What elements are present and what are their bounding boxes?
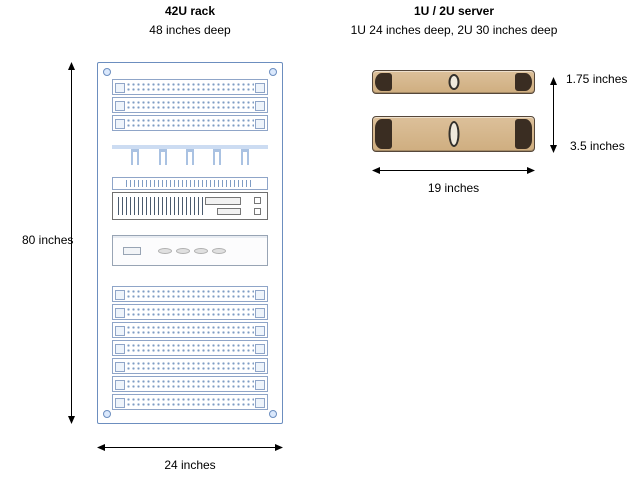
server-vent-icon (194, 248, 208, 254)
server-end-cap-icon (515, 119, 532, 149)
rack-title: 42U rack (164, 4, 216, 18)
rack-unit-gap (112, 268, 268, 284)
rack-unit-patch-panel (112, 304, 268, 320)
server-height-arrow (550, 77, 557, 153)
switch-led-icon (254, 197, 261, 204)
rack-42u (97, 62, 283, 424)
rack-unit-patch-panel (112, 394, 268, 410)
drive-bay (123, 247, 141, 255)
rack-unit-cable-hooks (112, 145, 268, 175)
cable-hook-icon (185, 149, 194, 165)
rack-unit-gap (112, 133, 268, 143)
server-vent-icon (212, 248, 226, 254)
cable-hook-icon (213, 149, 222, 165)
switch-module (217, 208, 241, 215)
rack-unit-patch-panel (112, 322, 268, 338)
server-subtitle: 1U 24 inches deep, 2U 30 inches deep (350, 23, 558, 37)
server-vent-icon (158, 248, 172, 254)
rack-unit-patch-panel (112, 115, 268, 131)
rack-subtitle: 48 inches deep (149, 23, 231, 37)
switch-led-icon (254, 208, 261, 215)
rack-unit-patch-panel (112, 358, 268, 374)
server-width-arrow (372, 167, 535, 174)
rack-unit-patch-panel (112, 286, 268, 302)
server-oval-icon (448, 121, 459, 147)
cable-hook-icon (240, 149, 249, 165)
rack-mount-hole-icon (103, 410, 111, 418)
server-end-cap-icon (515, 73, 532, 91)
rack-mount-hole-icon (103, 68, 111, 76)
server-2u-height-label: 3.5 inches (570, 139, 625, 153)
rack-width-label: 24 inches (164, 458, 216, 472)
rack-unit-patch-panel (112, 376, 268, 392)
server-title: 1U / 2U server (413, 4, 495, 18)
rack-unit-server-unit (112, 235, 268, 266)
server-width-label: 19 inches (427, 181, 480, 195)
rack-mount-hole-icon (269, 410, 277, 418)
server-oval-icon (448, 74, 459, 90)
rack-mount-hole-icon (269, 68, 277, 76)
server-vent-icon (176, 248, 190, 254)
rack-unit-gap (112, 222, 268, 233)
server-1u-height-label: 1.75 inches (566, 72, 628, 86)
rack-height-label: 80 inches (22, 233, 74, 247)
server-2u (372, 116, 535, 152)
switch-module (205, 197, 241, 205)
rack-unit-patch-panel (112, 79, 268, 95)
rack-units (112, 79, 268, 410)
switch-ports (118, 197, 205, 215)
rack-unit-patch-panel (112, 340, 268, 356)
rack-unit-finger-duct (112, 177, 268, 190)
server-end-cap-icon (375, 73, 392, 91)
rack-width-arrow (97, 444, 283, 451)
rack-height-arrow (68, 62, 75, 424)
cable-hook-icon (131, 149, 140, 165)
rack-unit-patch-panel (112, 97, 268, 113)
server-end-cap-icon (375, 119, 392, 149)
server-1u (372, 70, 535, 94)
rack-unit-switch (112, 192, 268, 220)
cable-hook-icon (158, 149, 167, 165)
